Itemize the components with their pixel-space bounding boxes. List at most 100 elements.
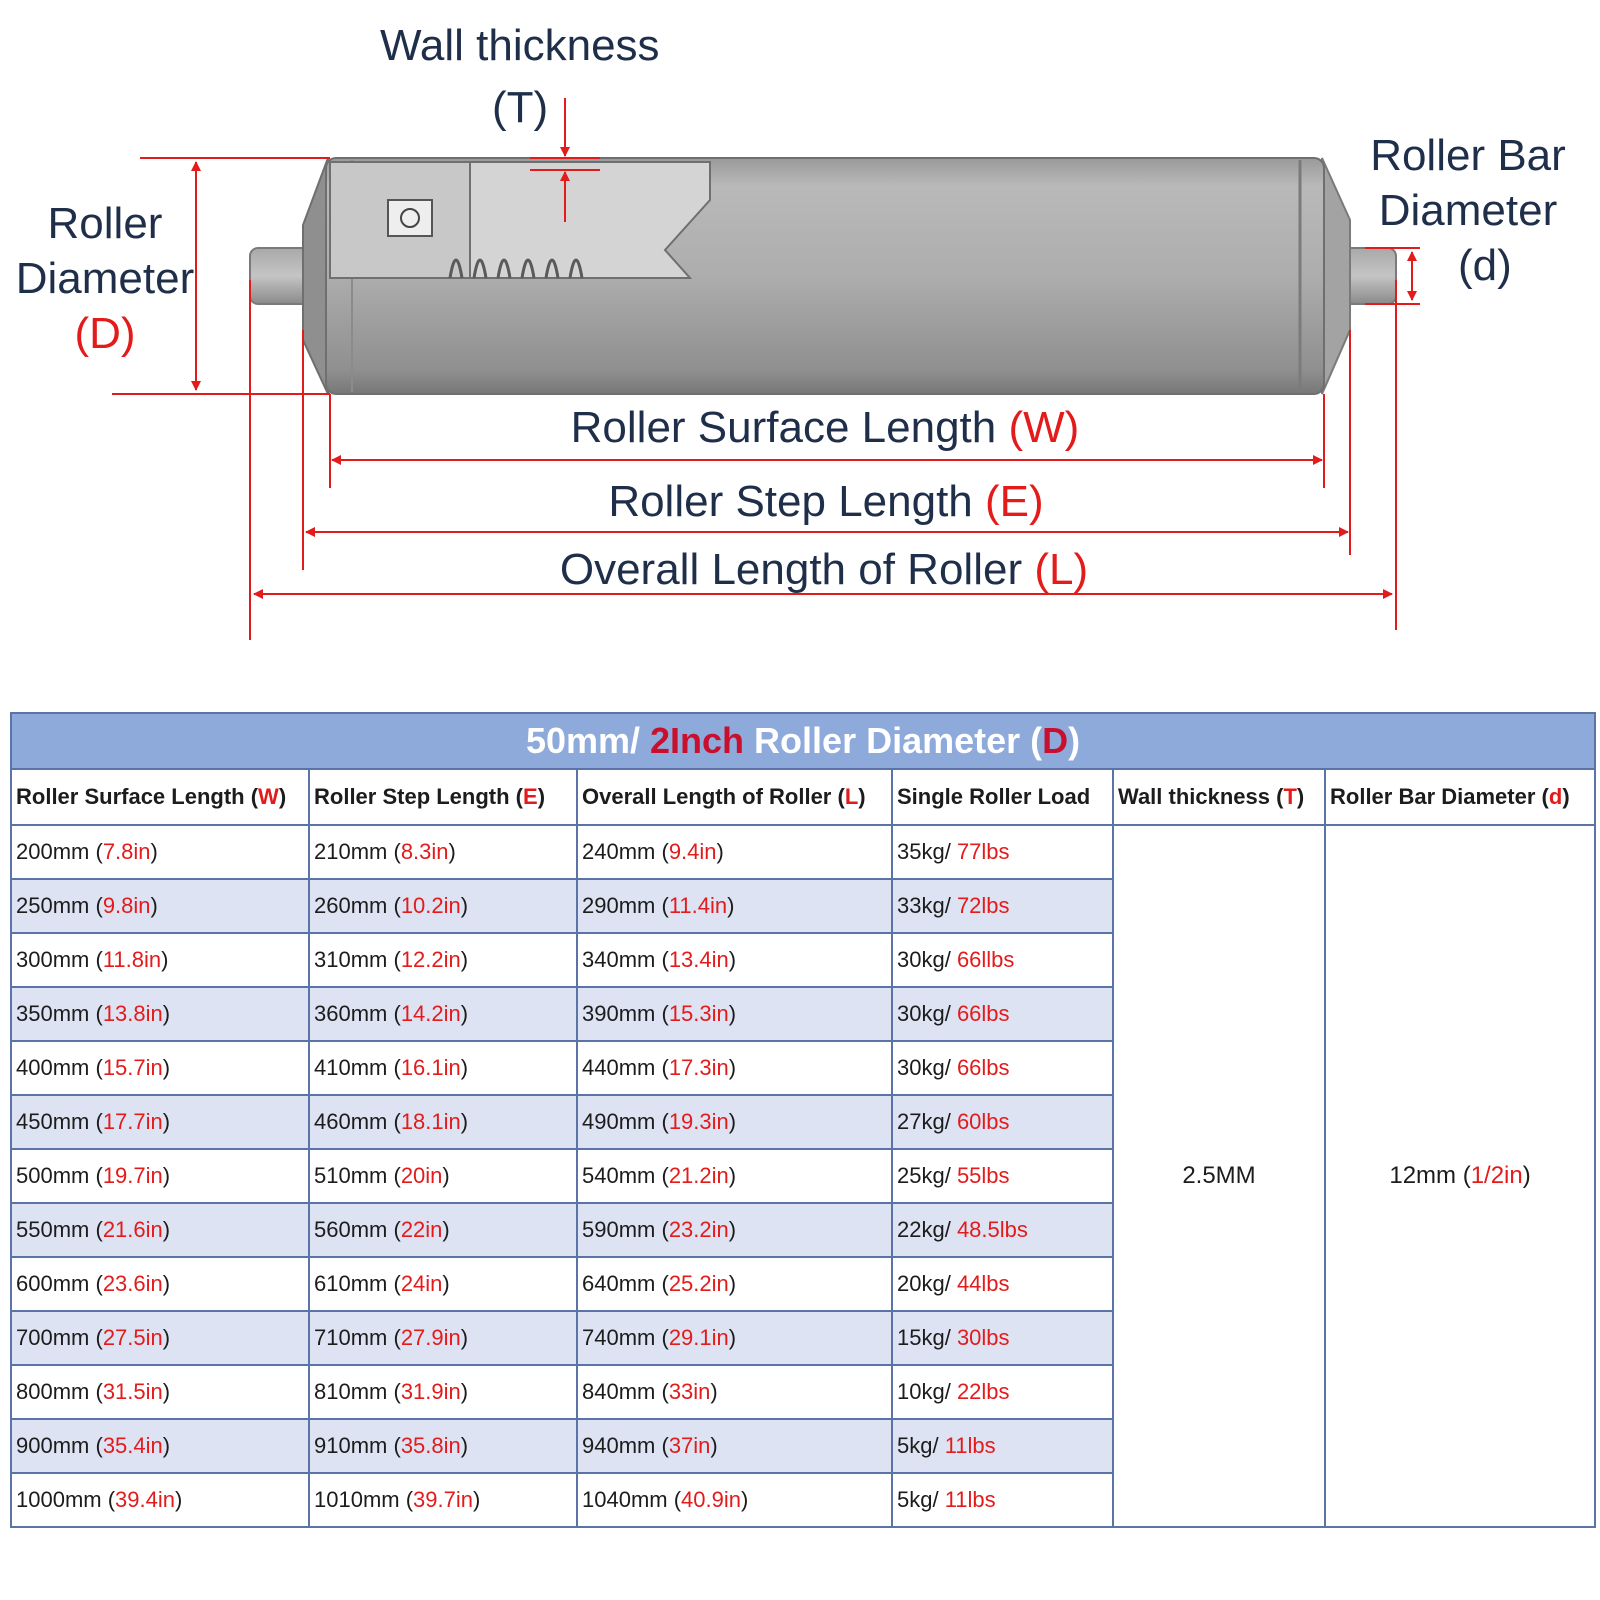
load-cell-imperial: 48.5lbs [956, 1217, 1028, 1242]
surface-length-cell-imperial: 21.6in [102, 1217, 163, 1242]
surface-length-cell: 250mm (9.8in) [10, 878, 310, 934]
column-header-code: L [844, 784, 859, 809]
load-cell: 35kg/ 77lbs [891, 824, 1114, 880]
surface-length-cell: 1000mm (39.4in) [10, 1472, 310, 1528]
step-length-cell: 560mm (22in) [308, 1202, 578, 1258]
bar-diameter-line1: Roller Bar [1370, 131, 1566, 180]
load-cell-metric: 27kg/ [897, 1109, 957, 1134]
title-part5: ) [1068, 720, 1081, 761]
roller-diameter-line2: Diameter [15, 254, 195, 303]
surface-length-cell: 600mm (23.6in) [10, 1256, 310, 1312]
surface-length-cell-metric: 300mm [16, 947, 90, 972]
column-header-code: d [1548, 784, 1563, 809]
surface-length-cell-metric: 350mm [16, 1001, 90, 1026]
surface-length-cell: 450mm (17.7in) [10, 1094, 310, 1150]
load-cell-imperial: 77lbs [956, 839, 1010, 864]
load-cell: 10kg/ 22lbs [891, 1364, 1114, 1420]
step-length-cell: 710mm (27.9in) [308, 1310, 578, 1366]
overall-length-cell-metric: 840mm [582, 1379, 656, 1404]
overall-length-cell-metric: 490mm [582, 1109, 656, 1134]
load-cell: 25kg/ 55lbs [891, 1148, 1114, 1204]
step-length-cell-imperial: 35.8in [400, 1433, 461, 1458]
surface-length-cell-imperial: 39.4in [115, 1487, 175, 1512]
bearing [387, 199, 433, 237]
roller-diameter-line1: Roller [47, 199, 163, 248]
overall-length-cell-imperial: 23.2in [668, 1217, 729, 1242]
column-header-label: Wall thickness ( [1118, 784, 1284, 809]
column-header-label: Roller Bar Diameter ( [1330, 784, 1549, 809]
surface-length-cell-metric: 400mm [16, 1055, 90, 1080]
surface-length-cell: 800mm (31.5in) [10, 1364, 310, 1420]
column-header: Roller Step Length (E) [308, 768, 578, 826]
step-length-cell-metric: 810mm [314, 1379, 388, 1404]
step-length-label: Roller Step Length (E) [306, 474, 1346, 529]
surface-length-cell-imperial: 15.7in [102, 1055, 163, 1080]
overall-length-label: Overall Length of Roller (L) [254, 542, 1394, 597]
step-length-cell-imperial: 10.2in [400, 893, 461, 918]
overall-length-cell-imperial: 29.1in [668, 1325, 729, 1350]
step-length-cell-metric: 260mm [314, 893, 388, 918]
overall-length-cell-metric: 240mm [582, 839, 656, 864]
column-header-close: ) [537, 784, 546, 809]
step-length-cell-metric: 210mm [314, 839, 388, 864]
column-header-label: Overall Length of Roller ( [582, 784, 845, 809]
load-cell-metric: 10kg/ [897, 1379, 957, 1404]
load-cell: 27kg/ 60lbs [891, 1094, 1114, 1150]
column-header-close: ) [1562, 784, 1570, 809]
surface-length-cell: 200mm (7.8in) [10, 824, 310, 880]
wall-thickness-value: 2.5MM [1112, 824, 1326, 1528]
load-cell-imperial: 11lbs [944, 1433, 996, 1458]
overall-length-cell-metric: 640mm [582, 1271, 656, 1296]
step-length-cell-imperial: 31.9in [400, 1379, 461, 1404]
load-cell-imperial: 55lbs [956, 1163, 1010, 1188]
title-part4: D [1042, 720, 1069, 761]
overall-length-cell-imperial: 21.2in [668, 1163, 729, 1188]
step-length-cell: 610mm (24in) [308, 1256, 578, 1312]
surface-length-cell-imperial: 19.7in [102, 1163, 163, 1188]
title-part2: 2Inch [650, 720, 745, 761]
table-row: 250mm (9.8in)260mm (10.2in)290mm (11.4in… [10, 878, 1595, 934]
bar-diameter-value: 12mm (1/2in) [1323, 824, 1597, 1528]
surface-length-cell: 900mm (35.4in) [10, 1418, 310, 1474]
overall-length-cell-imperial: 33in [668, 1379, 711, 1404]
surface-length-cell-imperial: 23.6in [102, 1271, 163, 1296]
overall-length-cell: 840mm (33in) [576, 1364, 893, 1420]
bar-diameter-label: Roller Bar Diameter [1368, 128, 1568, 238]
column-header: Roller Bar Diameter (d) [1323, 768, 1597, 826]
surface-length-cell-metric: 1000mm [16, 1487, 102, 1512]
table-row: 800mm (31.5in)810mm (31.9in)840mm (33in)… [10, 1364, 1595, 1420]
overall-length-cell: 240mm (9.4in) [576, 824, 893, 880]
overall-length-text: Overall Length of Roller [559, 545, 1023, 594]
surface-length-cell: 400mm (15.7in) [10, 1040, 310, 1096]
step-length-code: (E) [985, 477, 1044, 526]
overall-length-cell-metric: 390mm [582, 1001, 656, 1026]
table-row: 700mm (27.5in)710mm (27.9in)740mm (29.1i… [10, 1310, 1595, 1366]
surface-length-cell: 700mm (27.5in) [10, 1310, 310, 1366]
load-cell: 30kg/ 66llbs [891, 932, 1114, 988]
overall-length-cell-metric: 440mm [582, 1055, 656, 1080]
step-length-cell-imperial: 8.3in [400, 839, 449, 864]
surface-length-cell: 350mm (13.8in) [10, 986, 310, 1042]
table-row: 300mm (11.8in)310mm (12.2in)340mm (13.4i… [10, 932, 1595, 988]
overall-length-cell-metric: 1040mm [582, 1487, 668, 1512]
column-header-close: ) [278, 784, 287, 809]
overall-length-cell: 490mm (19.3in) [576, 1094, 893, 1150]
overall-length-cell-imperial: 17.3in [668, 1055, 729, 1080]
surface-length-cell-metric: 700mm [16, 1325, 90, 1350]
bar-diameter-imperial: 1/2in [1470, 1162, 1523, 1189]
table-row: 400mm (15.7in)410mm (16.1in)440mm (17.3i… [10, 1040, 1595, 1096]
overall-length-cell: 390mm (15.3in) [576, 986, 893, 1042]
step-length-cell: 810mm (31.9in) [308, 1364, 578, 1420]
column-header-label: Single Roller Load [897, 784, 1091, 809]
surface-length-cell-metric: 800mm [16, 1379, 90, 1404]
step-length-cell: 310mm (12.2in) [308, 932, 578, 988]
roller-drawing [112, 98, 1420, 640]
table-title: 50mm/ 2Inch Roller Diameter (D) [9, 712, 1597, 770]
overall-length-cell: 940mm (37in) [576, 1418, 893, 1474]
step-length-cell-metric: 560mm [314, 1217, 388, 1242]
surface-length-cell-metric: 500mm [16, 1163, 90, 1188]
load-cell-imperial: 30lbs [956, 1325, 1010, 1350]
load-cell: 5kg/ 11lbs [891, 1418, 1114, 1474]
table-row: 500mm (19.7in)510mm (20in)540mm (21.2in)… [10, 1148, 1595, 1204]
header-row: Roller Surface Length (W)Roller Step Len… [10, 768, 1597, 826]
